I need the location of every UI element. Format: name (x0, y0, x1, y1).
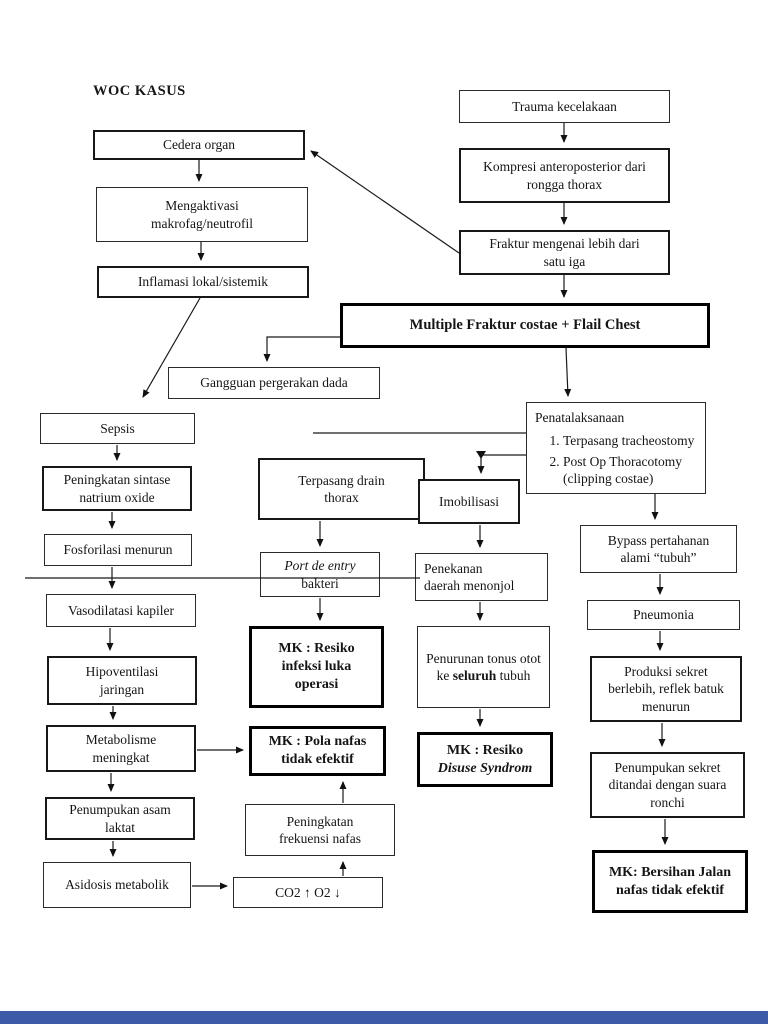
node-label: Sepsis (100, 420, 135, 436)
node-label: Penurunan tonus otot ke seluruh tubuh (426, 650, 541, 683)
node-co2-o2: CO2 ↑ O2 ↓ (233, 877, 383, 908)
node-label: MK : Resiko (446, 742, 524, 758)
node-mk-resiko-infeksi: MK : Resiko infeksi luka operasi (249, 626, 384, 708)
node-label: Terpasang drain thorax (298, 472, 385, 505)
node-hipoventilasi-jaringan: Hipoventilasi jaringan (47, 656, 197, 705)
node-peningkatan-frekuensi-nafas: Peningkatan frekuensi nafas (245, 804, 395, 856)
list-item: Terpasang tracheostomy (563, 432, 694, 449)
node-label: Fraktur mengenai lebih dari satu iga (489, 236, 640, 269)
node-mk-disuse-syndrom: MK : Resiko Disuse Syndrom (417, 732, 553, 787)
arrow-penatalaksanaan-to-imobilisasi (477, 455, 526, 474)
node-vasodilatasi-kapiler: Vasodilatasi kapiler (46, 594, 196, 627)
node-mk-pola-nafas: MK : Pola nafas tidak efektif (249, 726, 386, 776)
node-label: Gangguan pergerakan dada (200, 375, 348, 391)
node-label: Disuse Syndrom (437, 760, 533, 776)
node-label: Produksi sekret berlebih, reflek batuk m… (608, 664, 724, 714)
node-label: CO2 ↑ O2 ↓ (275, 884, 341, 900)
node-metabolisme-meningkat: Metabolisme meningkat (46, 725, 196, 772)
node-label: Penumpukan asam laktat (69, 802, 171, 835)
node-fraktur-iga: Fraktur mengenai lebih dari satu iga (459, 230, 670, 275)
node-bypass-pertahanan: Bypass pertahanan alami “tubuh” (580, 525, 737, 573)
node-label: Cedera organ (162, 137, 236, 153)
node-label: Vasodilatasi kapiler (67, 602, 175, 618)
node-terpasang-drain-thorax: Terpasang drain thorax (258, 458, 425, 520)
node-label: Kompresi anteroposterior dari rongga tho… (483, 159, 646, 192)
node-label: Trauma kecelakaan (512, 98, 617, 114)
page-title: WOC KASUS (93, 83, 186, 99)
arrow-multiple-to-penatalaksanaan (564, 348, 572, 397)
node-produksi-sekret: Produksi sekret berlebih, reflek batuk m… (590, 656, 742, 722)
node-label: MK: Bersihan Jalan nafas tidak efektif (608, 864, 732, 898)
node-label: Peningkatan frekuensi nafas (278, 813, 362, 846)
node-label: Pneumonia (633, 607, 694, 623)
node-label: Asidosis metabolik (65, 877, 169, 893)
arrow-fraktur-to-cedera (310, 150, 459, 253)
node-inflamasi: Inflamasi lokal/sistemik (97, 266, 309, 298)
node-mk-bersihan-jalan-nafas: MK: Bersihan Jalan nafas tidak efektif (592, 850, 748, 913)
node-port-de-entry: Port de entry bakteri (260, 552, 380, 597)
node-label: Port de entry (284, 558, 356, 574)
penatalaksanaan-list: Terpasang tracheostomy Post Op Thoracoto… (541, 432, 694, 490)
arrow-multiple-to-gangguan (263, 337, 340, 362)
node-label: Peningkatan sintase natrium oxide (63, 472, 171, 505)
node-label: bakteri (301, 575, 339, 591)
node-mengaktivasi-makrofag: Mengaktivasi makrofag/neutrofil (96, 187, 308, 242)
node-fosforilasi-menurun: Fosforilasi menurun (44, 534, 192, 566)
node-label: Penatalaksanaan (535, 410, 625, 425)
node-label: Metabolisme meningkat (85, 732, 157, 765)
page-gap-bar (0, 1011, 768, 1024)
node-penatalaksanaan: Penatalaksanaan Terpasang tracheostomy P… (526, 402, 706, 494)
node-label: Multiple Fraktur costae + Flail Chest (409, 317, 641, 334)
node-sepsis: Sepsis (40, 413, 195, 444)
list-item: Post Op Thoracotomy (clipping costae) (563, 453, 694, 488)
node-penekanan-daerah: Penekanan daerah menonjol (415, 553, 548, 601)
node-label: Inflamasi lokal/sistemik (137, 274, 269, 290)
node-label: Bypass pertahanan alami “tubuh” (607, 532, 710, 565)
node-label: Penumpukan sekret ditandai dengan suara … (608, 760, 727, 810)
node-pneumonia: Pneumonia (587, 600, 740, 630)
node-gangguan-pergerakan: Gangguan pergerakan dada (168, 367, 380, 399)
node-label: Penekanan daerah menonjol (424, 560, 515, 593)
node-penumpukan-sekret: Penumpukan sekret ditandai dengan suara … (590, 752, 745, 818)
node-kompresi-anteroposterior: Kompresi anteroposterior dari rongga tho… (459, 148, 670, 203)
node-imobilisasi: Imobilisasi (418, 479, 520, 524)
node-label: Imobilisasi (439, 493, 499, 509)
node-label: Mengaktivasi makrofag/neutrofil (151, 198, 253, 231)
node-asidosis-metabolik: Asidosis metabolik (43, 862, 191, 908)
node-cedera-organ: Cedera organ (93, 130, 305, 160)
node-label: Fosforilasi menurun (63, 542, 173, 558)
arrowhead-bend-marker (476, 451, 486, 459)
node-penumpukan-asam-laktat: Penumpukan asam laktat (45, 797, 195, 840)
node-label: MK : Resiko infeksi luka operasi (278, 641, 355, 692)
node-peningkatan-sintase: Peningkatan sintase natrium oxide (42, 466, 192, 511)
node-multiple-fraktur-flail-chest: Multiple Fraktur costae + Flail Chest (340, 303, 710, 348)
node-penurunan-tonus: Penurunan tonus otot ke seluruh tubuh (417, 626, 550, 708)
node-label: MK : Pola nafas tidak efektif (268, 734, 367, 767)
node-trauma-kecelakaan: Trauma kecelakaan (459, 90, 670, 123)
node-label: Hipoventilasi jaringan (85, 664, 159, 697)
